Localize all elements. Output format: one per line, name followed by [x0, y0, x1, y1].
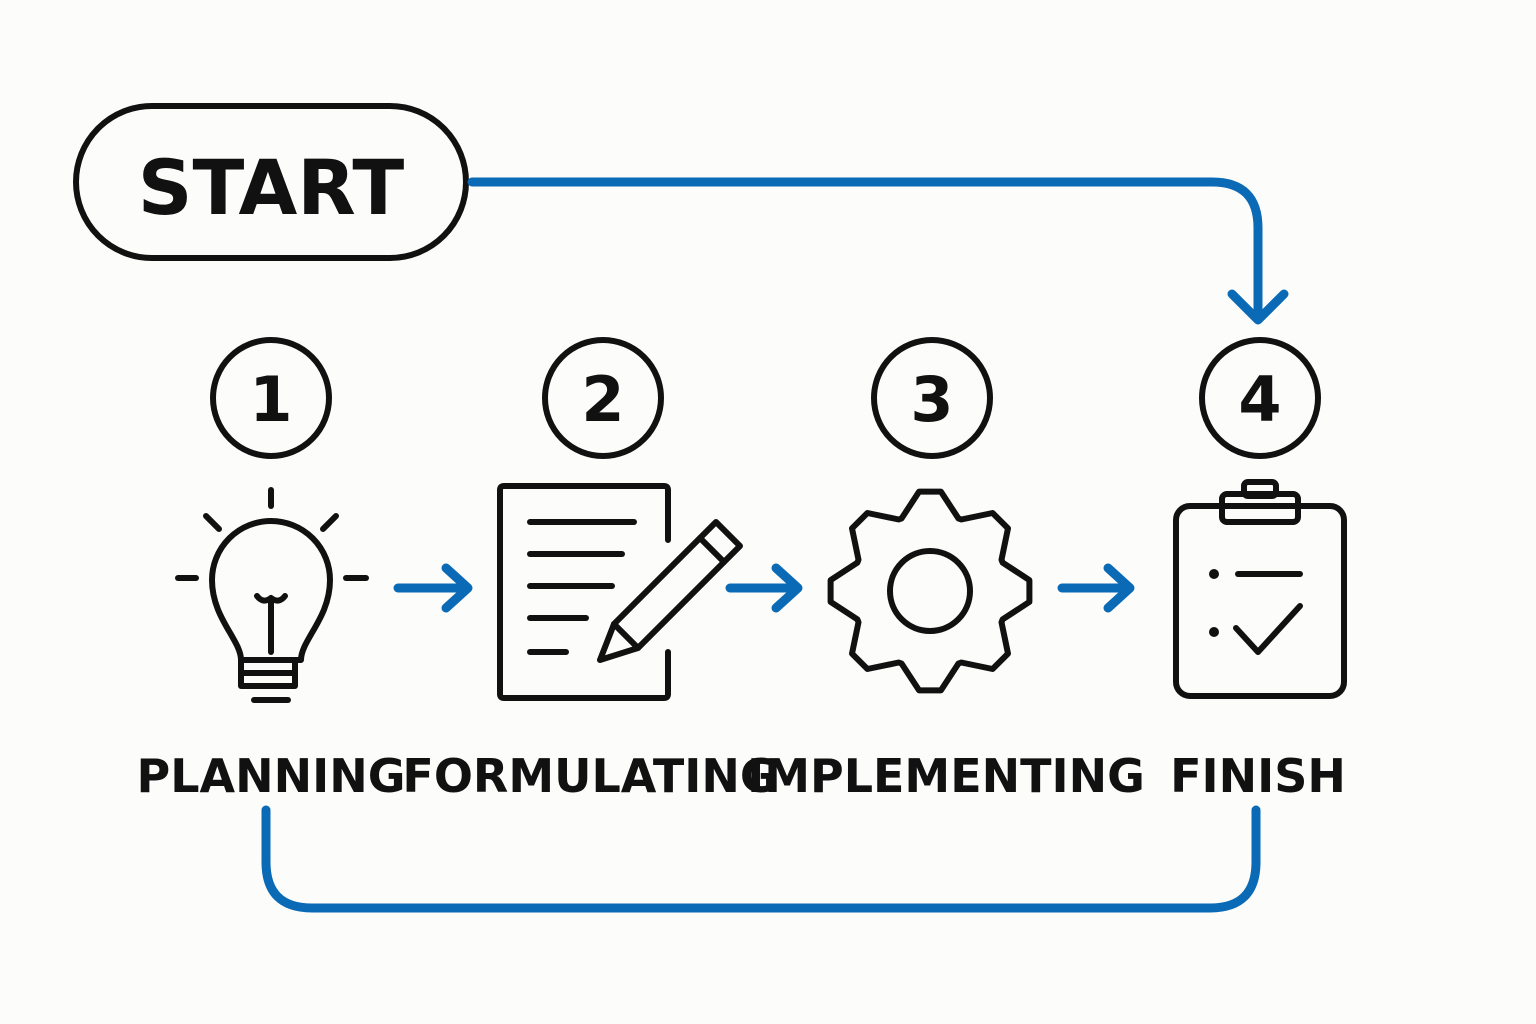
step-1-number: 1 — [210, 337, 332, 459]
step-number-text: 1 — [249, 363, 292, 436]
step-3-label: IMPLEMENTING — [747, 749, 1145, 803]
step-number-circle — [1199, 337, 1321, 459]
gear-icon — [827, 488, 1033, 694]
arrow-head — [1103, 563, 1135, 613]
step-2-label: FORMULATING — [402, 749, 777, 803]
loop-connector-line — [261, 805, 1261, 913]
pencil-tip — [597, 621, 641, 663]
step-4-number: 4 — [1199, 337, 1321, 459]
checklist-bullet — [1209, 627, 1219, 637]
arrow-planning-to-formulating — [393, 563, 473, 613]
document-pencil-icon — [497, 483, 743, 701]
step-1-label: PLANNING — [137, 749, 406, 803]
start-to-finish-connector — [467, 177, 1289, 325]
pencil-body — [611, 519, 743, 651]
start-node: START — [73, 103, 469, 261]
lightbulb-icon — [175, 487, 369, 703]
start-pill — [73, 103, 469, 261]
step-4-label: FINISH — [1170, 749, 1346, 803]
gear-hole — [887, 548, 973, 634]
arrow-head — [441, 563, 473, 613]
loop-back-connector — [261, 805, 1261, 913]
lightbulb-ray — [320, 513, 339, 532]
gear-outline — [827, 488, 1033, 694]
step-number-circle — [542, 337, 664, 459]
step-number-circle — [210, 337, 332, 459]
step-number-circle — [871, 337, 993, 459]
arrow-implementing-to-finish — [1057, 563, 1135, 613]
checklist-bullet — [1209, 569, 1219, 579]
pencil-ferrule — [697, 535, 727, 565]
check-mark-icon — [1233, 603, 1303, 655]
arrow-head — [771, 563, 803, 613]
step-3-number: 3 — [871, 337, 993, 459]
step-number-text: 4 — [1238, 363, 1281, 436]
start-connector-arrowhead — [1227, 289, 1289, 325]
clipboard-board — [1173, 503, 1347, 699]
start-label: START — [138, 143, 405, 232]
document-page — [497, 483, 671, 701]
step-number-text: 3 — [910, 363, 953, 436]
arrow-formulating-to-implementing — [725, 563, 803, 613]
lightbulb-ray — [203, 513, 222, 532]
step-2-number: 2 — [542, 337, 664, 459]
lightbulb-glass — [209, 518, 333, 663]
clipboard-check-icon — [1173, 479, 1347, 699]
start-connector-line — [467, 177, 1263, 323]
clipboard-clip-top — [1241, 479, 1279, 499]
step-number-text: 2 — [581, 363, 624, 436]
